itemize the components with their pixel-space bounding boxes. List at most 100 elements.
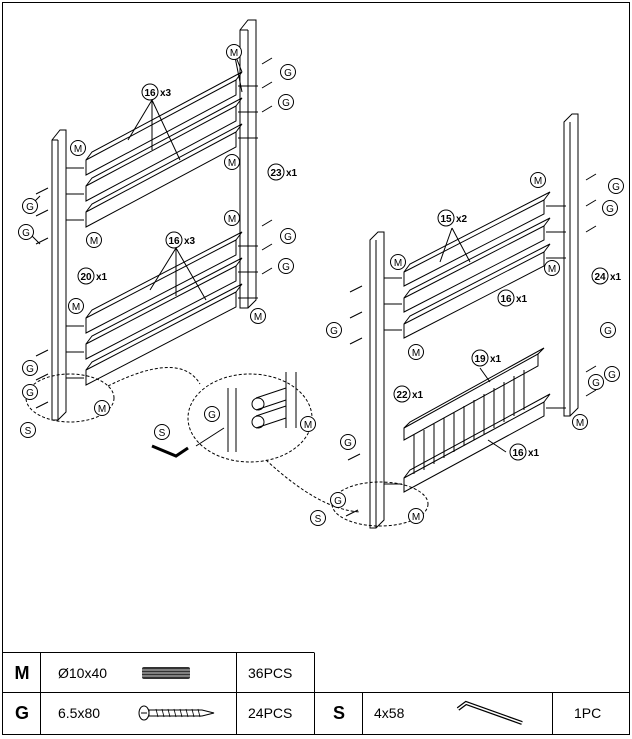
- svg-text:15: 15: [440, 214, 452, 225]
- svg-text:G: G: [282, 98, 290, 109]
- svg-text:G: G: [592, 378, 600, 389]
- dowel-marker: M: [572, 414, 588, 430]
- svg-text:G: G: [344, 438, 352, 449]
- callout-16x3-mid: 16 x3: [165, 231, 196, 249]
- svg-text:x2: x2: [456, 214, 468, 225]
- svg-text:G: G: [606, 204, 614, 215]
- post-20: [51, 129, 67, 421]
- screw-marker: G: [18, 224, 34, 240]
- parts-row-size: Ø10x40: [58, 665, 108, 681]
- svg-text:G: G: [608, 370, 616, 381]
- svg-text:G: G: [284, 232, 292, 243]
- svg-text:x3: x3: [184, 236, 196, 247]
- svg-text:M: M: [90, 236, 98, 247]
- svg-text:G: G: [26, 388, 34, 399]
- svg-text:G: G: [330, 326, 338, 337]
- dowel-marker: M: [408, 508, 424, 524]
- dowel-marker: M: [224, 210, 240, 226]
- dowel-marker: M: [86, 232, 102, 248]
- parts-row-qty: 1PC: [574, 705, 602, 721]
- svg-text:M: M: [228, 158, 236, 169]
- svg-text:16: 16: [512, 448, 524, 459]
- svg-text:20: 20: [80, 272, 92, 283]
- parts-row-size: 4x58: [374, 705, 405, 721]
- svg-text:16: 16: [168, 236, 180, 247]
- dowel-marker: M: [68, 298, 84, 314]
- post-24: [563, 113, 579, 417]
- dowel-marker: M: [544, 260, 560, 276]
- screw-marker: G: [280, 228, 296, 244]
- dowel-marker: M: [300, 416, 316, 432]
- svg-text:M: M: [394, 258, 402, 269]
- screw-marker: G: [330, 492, 346, 508]
- dowel-marker: M: [408, 344, 424, 360]
- callout-24x1: 24 x1: [591, 267, 622, 285]
- svg-text:S: S: [315, 514, 322, 525]
- callout-16x1-right: 16 x1: [497, 289, 528, 307]
- svg-text:M: M: [304, 420, 312, 431]
- svg-text:16: 16: [500, 294, 512, 305]
- svg-text:G: G: [26, 364, 34, 375]
- svg-text:G: G: [284, 68, 292, 79]
- screw-marker: G: [22, 384, 38, 400]
- dowel-marker: M: [530, 172, 546, 188]
- allen-key-icon: [456, 700, 523, 725]
- allen-key-marker: S: [310, 510, 326, 526]
- svg-text:24: 24: [594, 272, 606, 283]
- parts-row-letter: G: [14, 703, 29, 723]
- allen-key-marker: S: [20, 422, 36, 438]
- screw-marker: G: [604, 366, 620, 382]
- svg-text:M: M: [412, 512, 420, 523]
- screw-marker: G: [22, 360, 38, 376]
- screw-marker: G: [340, 434, 356, 450]
- parts-row-qty: 36PCS: [248, 665, 293, 681]
- parts-row-letter: M: [14, 663, 30, 683]
- screw-marker: G: [608, 178, 624, 194]
- svg-text:23: 23: [270, 168, 282, 179]
- dowel-marker: M: [226, 44, 242, 60]
- svg-text:G: G: [604, 326, 612, 337]
- screw-marker: G: [280, 64, 296, 80]
- svg-text:G: G: [334, 496, 342, 507]
- screw-marker: G: [204, 406, 220, 422]
- svg-text:x1: x1: [490, 354, 502, 365]
- callout-22x1: 22 x1: [393, 385, 424, 403]
- dowel-marker: M: [70, 140, 86, 156]
- screw-marker: G: [600, 322, 616, 338]
- parts-row-qty: 24PCS: [248, 705, 293, 721]
- svg-text:x1: x1: [516, 294, 528, 305]
- post-23: [239, 19, 257, 309]
- svg-text:G: G: [282, 262, 290, 273]
- screw-marker: G: [588, 374, 604, 390]
- svg-text:x1: x1: [610, 272, 622, 283]
- svg-text:22: 22: [396, 390, 408, 401]
- screw-marker: G: [602, 200, 618, 216]
- dowel-marker: M: [224, 154, 240, 170]
- svg-text:M: M: [228, 214, 236, 225]
- svg-text:16: 16: [144, 88, 156, 99]
- allen-key-marker: S: [154, 424, 170, 440]
- dowel-marker: M: [250, 308, 266, 324]
- parts-row-size: 6.5x80: [58, 705, 101, 721]
- screw-icon: [138, 705, 215, 721]
- svg-text:G: G: [22, 228, 30, 239]
- svg-text:S: S: [159, 428, 166, 439]
- callout-15x2: 15 x2: [437, 209, 468, 227]
- guard-rail-19: [403, 353, 539, 441]
- svg-text:x1: x1: [286, 168, 298, 179]
- svg-text:M: M: [74, 144, 82, 155]
- svg-text:M: M: [254, 312, 262, 323]
- svg-text:S: S: [25, 426, 32, 437]
- callout-16x3-top: 16 x3: [141, 83, 172, 101]
- screw-marker: G: [278, 94, 294, 110]
- svg-text:G: G: [208, 410, 216, 421]
- svg-text:x1: x1: [412, 390, 424, 401]
- svg-text:M: M: [576, 418, 584, 429]
- svg-text:x3: x3: [160, 88, 172, 99]
- svg-text:M: M: [230, 48, 238, 59]
- svg-text:M: M: [534, 176, 542, 187]
